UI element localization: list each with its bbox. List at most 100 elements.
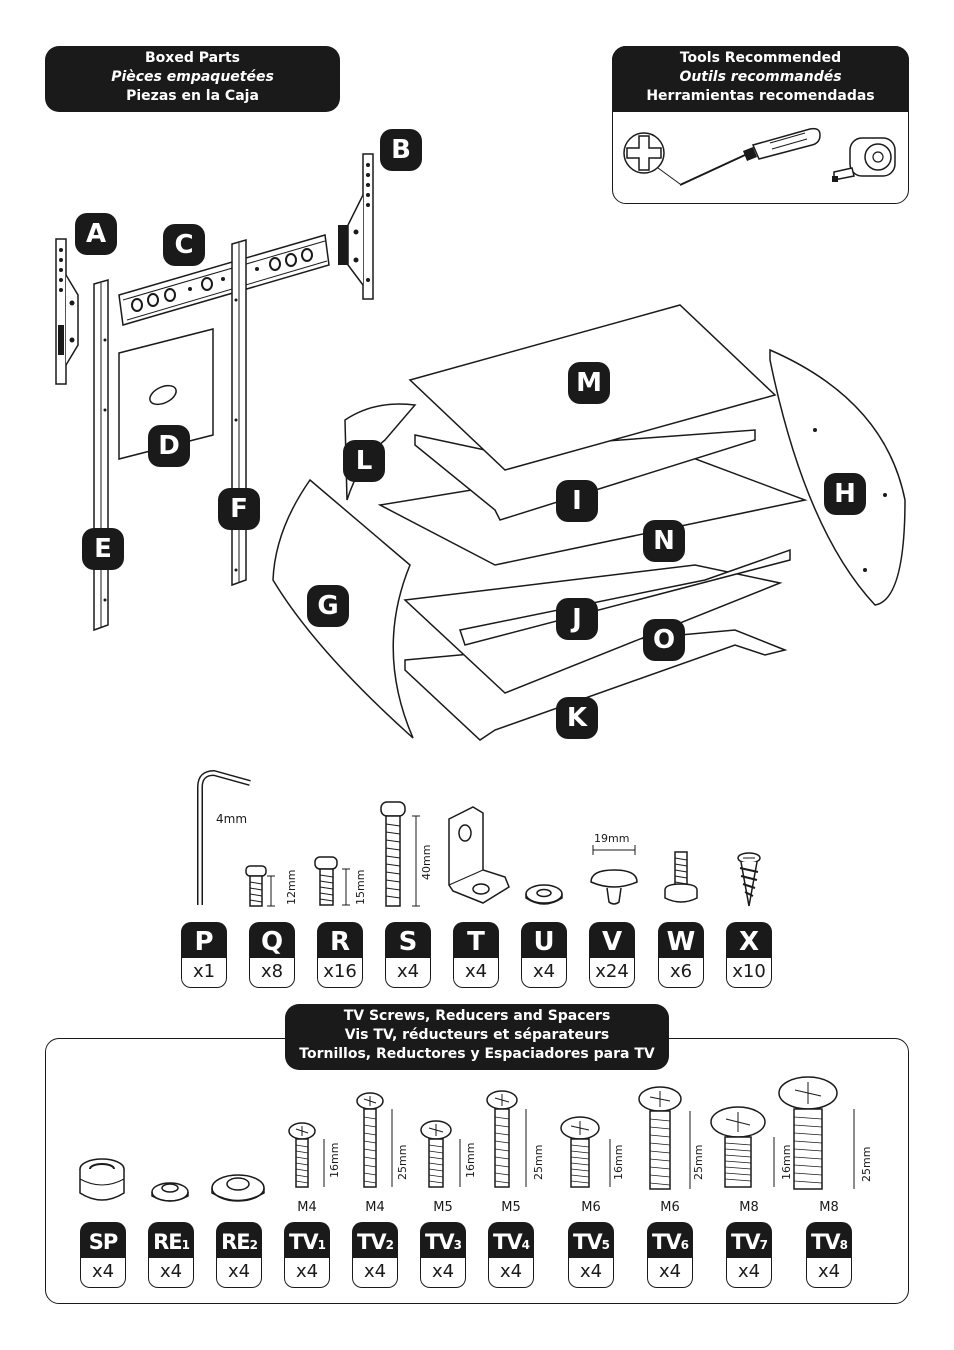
l-bracket-t-icon	[448, 806, 510, 904]
tv-hardware-title-fr: Vis TV, réducteurs et séparateurs	[344, 1027, 610, 1043]
tv6-size: M6	[660, 1200, 680, 1215]
part-label-a: A	[75, 213, 117, 255]
hardware-qty: x4	[453, 958, 499, 988]
hardware-card-v: V x24	[589, 922, 635, 988]
hardware-letter: U	[521, 922, 567, 962]
tv-part-label: TV5	[568, 1222, 614, 1262]
part-label-g: G	[307, 585, 349, 627]
hardware-card-r: R x16	[317, 922, 363, 988]
hardware-qty: x16	[317, 958, 363, 988]
hardware-card-u: U x4	[521, 922, 567, 988]
tv-part-qty: x4	[568, 1258, 614, 1288]
post-f-drawing	[231, 239, 247, 587]
tv-part-qty: x4	[284, 1258, 330, 1288]
hardware-qty: x8	[249, 958, 295, 988]
part-label-l: L	[343, 440, 385, 482]
tv4-dim: 25mm	[532, 1144, 545, 1180]
hardware-qty: x4	[521, 958, 567, 988]
hardware-qty: x6	[658, 958, 704, 988]
hardware-r-dim: 15mm	[354, 869, 367, 905]
reducer-re1-icon	[151, 1182, 189, 1202]
post-e-drawing	[93, 279, 109, 632]
tv-screw-icons	[288, 1076, 855, 1190]
hardware-letter: X	[726, 922, 772, 962]
tv-part-qty: x4	[806, 1258, 852, 1288]
tv-part-label: TV3	[420, 1222, 466, 1262]
phillips-tip-icon	[623, 132, 681, 185]
boxed-parts-title-es: Piezas en la Caja	[126, 88, 259, 104]
hardware-letter: W	[658, 922, 704, 962]
hardware-qty: x10	[726, 958, 772, 988]
tv-part-label: TV8	[806, 1222, 852, 1262]
part-label-c: C	[163, 224, 205, 266]
tv2-size: M4	[365, 1200, 385, 1215]
hardware-card-x: X x10	[726, 922, 772, 988]
part-label-o: O	[643, 619, 685, 661]
tv-card-tv2: TV2 x4	[352, 1222, 398, 1288]
tv-part-label: RE2	[216, 1222, 262, 1262]
part-label-b: B	[380, 129, 422, 171]
hardware-letter: Q	[249, 922, 295, 962]
screwdriver-icon	[679, 127, 821, 186]
allen-key-icon	[197, 770, 251, 905]
tv-part-label: TV6	[647, 1222, 693, 1262]
tv-part-label: TV7	[726, 1222, 772, 1262]
tv8-dim: 25mm	[860, 1146, 873, 1182]
hardware-letter: T	[453, 922, 499, 962]
hardware-qty: x24	[589, 958, 635, 988]
tv7-size: M8	[739, 1200, 759, 1215]
hardware-letter: S	[385, 922, 431, 962]
hardware-qty: x4	[385, 958, 431, 988]
tools-title-es: Herramientas recomendadas	[646, 88, 875, 104]
hardware-letter: R	[317, 922, 363, 962]
hardware-v-dim: 19mm	[594, 832, 630, 845]
tape-measure-icon	[832, 137, 896, 182]
tv1-dim: 16mm	[328, 1142, 341, 1178]
tv-part-qty: x4	[420, 1258, 466, 1288]
bracket-b-drawing	[338, 153, 374, 300]
tv-part-label: TV2	[352, 1222, 398, 1262]
part-label-j: J	[556, 598, 598, 640]
part-label-e: E	[82, 528, 124, 570]
hardware-p-dim: 4mm	[216, 812, 248, 826]
tv-card-tv4: TV4 x4	[488, 1222, 534, 1288]
tv-hardware-header: TV Screws, Reducers and Spacers Vis TV, …	[285, 1004, 669, 1070]
hardware-card-q: Q x8	[249, 922, 295, 988]
part-label-n: N	[643, 520, 685, 562]
hardware-qty: x1	[181, 958, 227, 988]
bolt-r-icon	[314, 856, 350, 906]
tv-card-tv5: TV5 x4	[568, 1222, 614, 1288]
bracket-a-drawing	[55, 238, 79, 385]
tv-part-label: RE1	[148, 1222, 194, 1262]
tv6-dim: 25mm	[692, 1144, 705, 1180]
hardware-letter: P	[181, 922, 227, 962]
tv-card-re2: RE2 x4	[216, 1222, 262, 1288]
part-label-d: D	[148, 425, 190, 467]
part-label-i: I	[556, 480, 598, 522]
tv-hardware-title-en: TV Screws, Reducers and Spacers	[343, 1008, 611, 1024]
hardware-s-dim: 40mm	[420, 844, 433, 880]
tv-part-label: TV4	[488, 1222, 534, 1262]
tv-card-tv1: TV1 x4	[284, 1222, 330, 1288]
wood-screw-x-icon	[737, 852, 761, 907]
hardware-card-w: W x6	[658, 922, 704, 988]
tv-part-qty: x4	[352, 1258, 398, 1288]
hardware-q-dim: 12mm	[285, 869, 298, 905]
tv8-size: M8	[819, 1200, 839, 1215]
part-label-k: K	[556, 697, 598, 739]
hardware-card-s: S x4	[385, 922, 431, 988]
tv5-size: M6	[581, 1200, 601, 1215]
boxed-parts-title-en: Boxed Parts	[145, 50, 240, 66]
tv3-size: M5	[433, 1200, 453, 1215]
tv7-dim: 16mm	[780, 1144, 793, 1180]
tv-part-label: TV1	[284, 1222, 330, 1262]
tv-card-tv7: TV7 x4	[726, 1222, 772, 1288]
tv-part-qty: x4	[647, 1258, 693, 1288]
tv-part-label: SP	[80, 1222, 126, 1262]
tv-part-qty: x4	[80, 1258, 126, 1288]
glide-v-icon	[590, 845, 638, 905]
tv-hardware-title-es: Tornillos, Reductores y Espaciadores par…	[299, 1046, 655, 1062]
tv-card-tv3: TV3 x4	[420, 1222, 466, 1288]
tv-part-qty: x4	[726, 1258, 772, 1288]
tv-card-sp: SP x4	[80, 1222, 126, 1288]
